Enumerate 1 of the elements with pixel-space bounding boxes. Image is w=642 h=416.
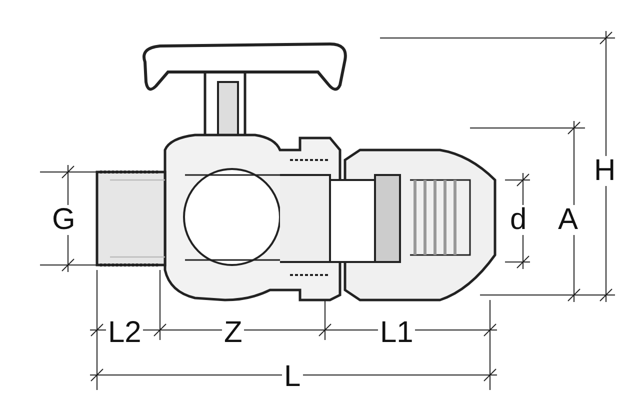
dimension-label: A bbox=[556, 205, 580, 235]
